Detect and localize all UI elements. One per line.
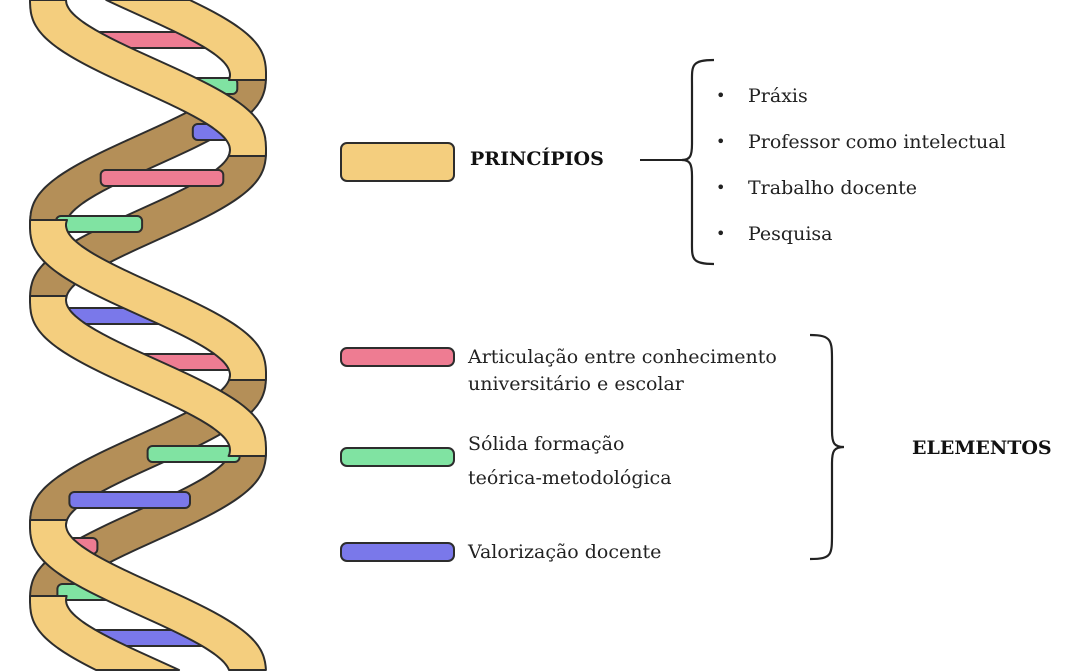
element-label-line2: universitário e escolar: [468, 373, 684, 395]
element-swatch-green: [340, 447, 455, 467]
helix-rung: [55, 215, 144, 233]
elements-label: ELEMENTOS: [912, 437, 1052, 459]
element-label-line2: teórica-metodológica: [468, 467, 672, 489]
helix-strand-front-segment: [29, 519, 267, 671]
helix-strand-front-segment: [29, 0, 267, 157]
principles-list: Práxis Professor como intelectual Trabal…: [716, 84, 1006, 268]
dna-helix-illustration: [29, 0, 267, 671]
helix-strand-front-segment: [29, 219, 267, 381]
helix-rung: [68, 491, 191, 509]
element-label-line1: Articulação entre conhecimento: [468, 346, 777, 368]
elements-brace: [809, 333, 845, 561]
element-swatch-pink: [340, 347, 455, 367]
principle-item: Trabalho docente: [716, 176, 1006, 222]
helix-rung: [146, 445, 241, 463]
helix-strand-front-segment: [105, 0, 267, 81]
helix-front-strand: [29, 0, 267, 671]
principles-connector-line: [640, 159, 684, 161]
element-label-line1: Sólida formação: [468, 433, 625, 455]
principles-swatch: [340, 142, 455, 182]
element-swatch-blue: [340, 542, 455, 562]
principles-label: PRINCÍPIOS: [470, 148, 604, 170]
helix-strand-front-segment: [29, 295, 267, 457]
principle-item: Pesquisa: [716, 222, 1006, 268]
element-label-line1: Valorização docente: [468, 541, 662, 563]
helix-rung: [99, 169, 225, 187]
principle-item: Práxis: [716, 84, 1006, 130]
principles-brace: [681, 58, 715, 266]
principle-item: Professor como intelectual: [716, 130, 1006, 176]
helix-strand-front-segment: [29, 595, 181, 671]
